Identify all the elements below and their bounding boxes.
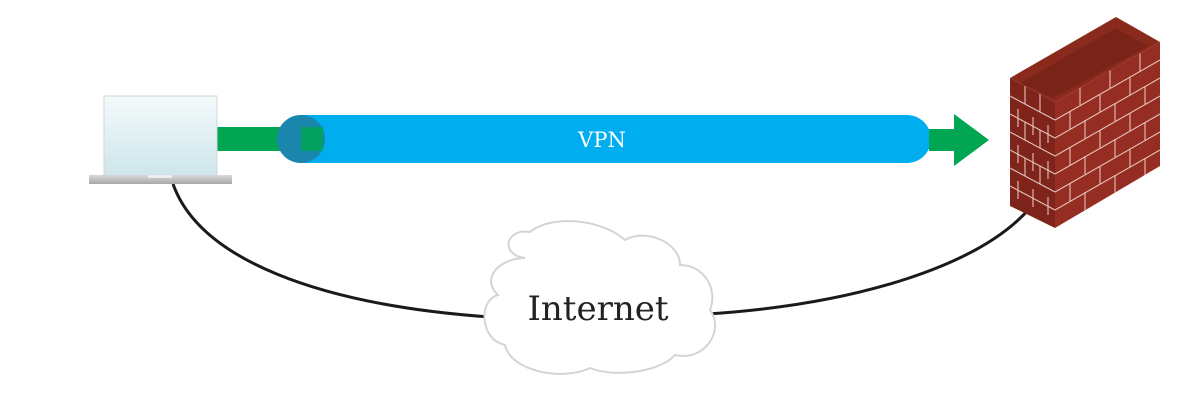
arrow-exit-shaft [929,129,957,151]
internet-link-left [171,183,491,319]
vpn-tunnel [277,115,931,163]
cloud-icon [483,220,716,375]
internet-label: Internet [527,289,668,329]
firewall-icon [1010,17,1160,228]
arrow-head [954,114,989,166]
internet-link-right [707,207,1032,316]
arrow-shaft-inner [301,127,323,151]
vpn-label: VPN [577,128,626,152]
laptop-icon [89,95,232,184]
